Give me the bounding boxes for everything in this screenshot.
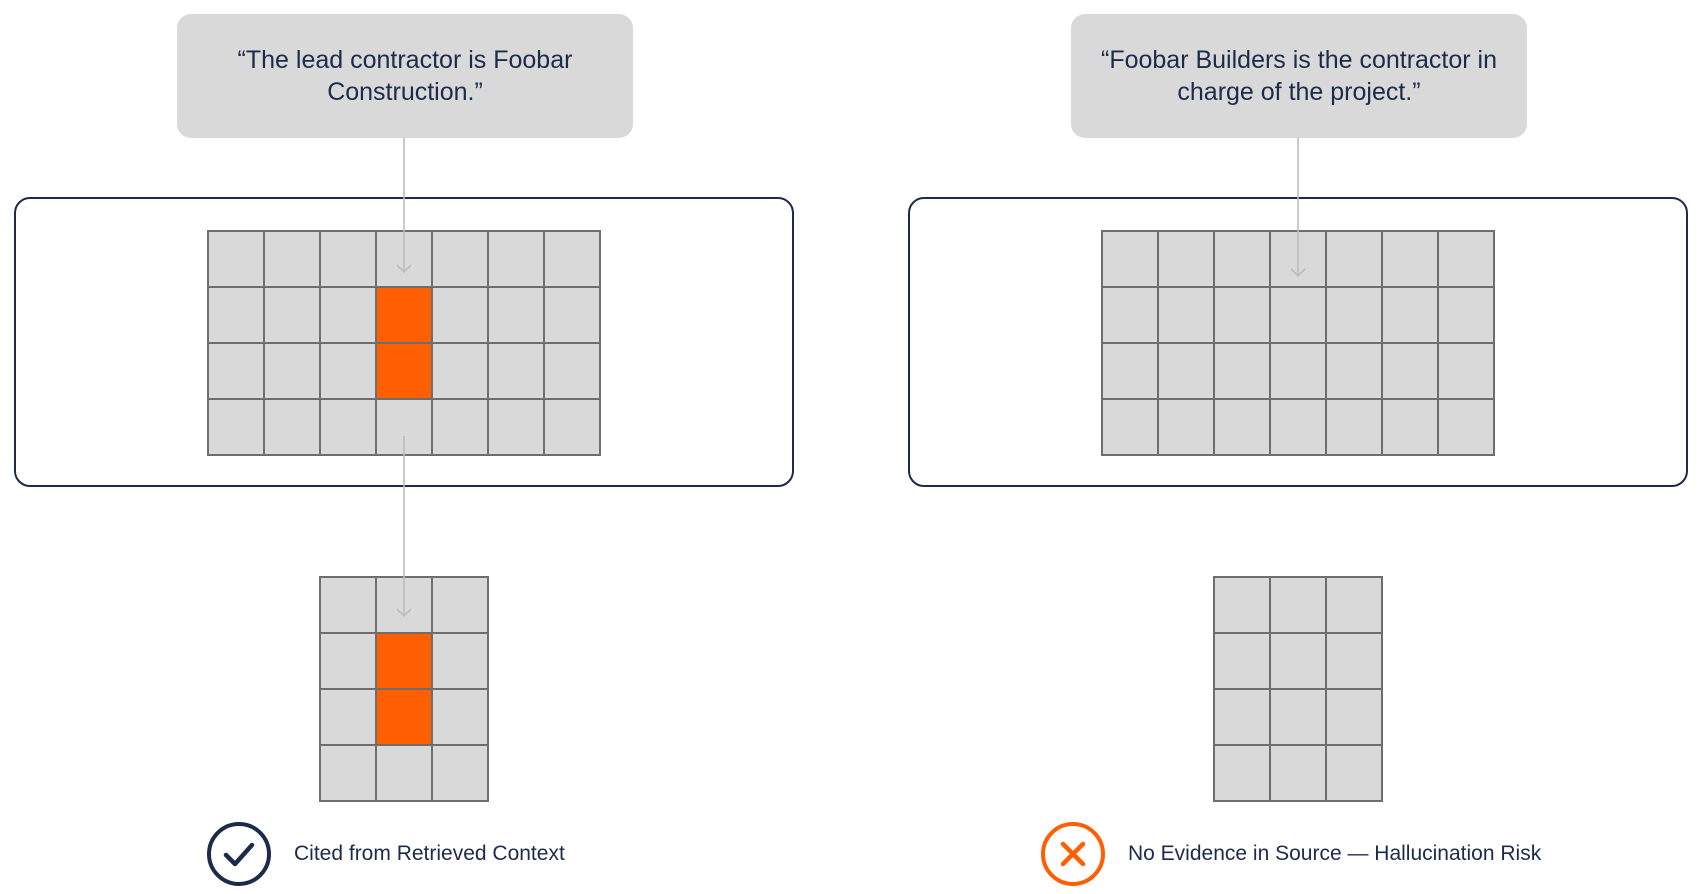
left-answer-cell <box>431 688 489 746</box>
right-context-cell <box>1157 398 1215 456</box>
left-context-cell <box>487 230 545 288</box>
left-context-cell <box>431 342 489 400</box>
right-context-cell <box>1269 342 1327 400</box>
left-context-cell <box>431 230 489 288</box>
left-context-cell <box>319 286 377 344</box>
left-status-legend: Cited from Retrieved Context <box>206 821 565 887</box>
left-context-cell <box>375 398 433 456</box>
left-context-cell <box>263 398 321 456</box>
right-context-cell <box>1213 230 1271 288</box>
left-context-cell <box>487 286 545 344</box>
left-context-cell <box>263 286 321 344</box>
right-status-legend: No Evidence in Source — Hallucination Ri… <box>1040 821 1541 887</box>
right-context-cell <box>1101 398 1159 456</box>
left-context-cell <box>319 230 377 288</box>
right-context-cell <box>1213 398 1271 456</box>
right-context-cell <box>1101 342 1159 400</box>
left-answer-cell <box>375 576 433 634</box>
left-context-cell <box>319 398 377 456</box>
right-context-cell <box>1269 398 1327 456</box>
left-quote-box: “The lead contractor is Foobar Construct… <box>177 14 633 138</box>
left-context-cell <box>207 286 265 344</box>
right-context-cell <box>1269 230 1327 288</box>
right-quote-text: “Foobar Builders is the contractor in ch… <box>1101 46 1498 106</box>
left-answer-cell <box>431 576 489 634</box>
right-answer-cell <box>1269 744 1327 802</box>
right-status-label: No Evidence in Source — Hallucination Ri… <box>1128 842 1542 865</box>
left-answer-cell <box>375 744 433 802</box>
left-answer-cell <box>319 576 377 634</box>
left-status-label: Cited from Retrieved Context <box>294 842 565 865</box>
left-answer-cell <box>431 632 489 690</box>
right-answer-cell <box>1213 688 1271 746</box>
left-context-cell <box>207 342 265 400</box>
right-answer-cell <box>1269 688 1327 746</box>
right-context-cell <box>1101 286 1159 344</box>
right-context-cell <box>1213 286 1271 344</box>
left-context-cell <box>207 230 265 288</box>
right-answer-cell <box>1213 744 1271 802</box>
left-context-cell-highlighted <box>375 342 433 400</box>
right-context-cell <box>1325 286 1383 344</box>
left-context-cell <box>543 398 601 456</box>
right-context-cell <box>1437 286 1495 344</box>
right-context-cell <box>1437 342 1495 400</box>
right-context-cell <box>1325 342 1383 400</box>
left-answer-cell <box>319 632 377 690</box>
left-context-cell <box>263 230 321 288</box>
right-context-cell <box>1157 286 1215 344</box>
check-circle-icon <box>207 822 271 886</box>
right-context-cell <box>1269 286 1327 344</box>
right-context-cell <box>1157 342 1215 400</box>
right-quote-box: “Foobar Builders is the contractor in ch… <box>1071 14 1527 138</box>
left-answer-cell <box>431 744 489 802</box>
right-context-cell <box>1157 230 1215 288</box>
right-answer-grid <box>1213 576 1383 802</box>
right-context-cell <box>1437 398 1495 456</box>
left-context-cell <box>263 342 321 400</box>
left-context-cell <box>431 398 489 456</box>
left-answer-cell <box>319 744 377 802</box>
left-answer-cell-highlighted <box>375 632 433 690</box>
right-context-cell <box>1101 230 1159 288</box>
right-context-cell <box>1325 398 1383 456</box>
left-context-cell <box>431 286 489 344</box>
left-quote-text: “The lead contractor is Foobar Construct… <box>237 46 573 106</box>
right-context-cell <box>1381 342 1439 400</box>
left-answer-cell-highlighted <box>375 688 433 746</box>
right-answer-cell <box>1325 576 1383 634</box>
right-answer-cell <box>1269 576 1327 634</box>
left-context-cell <box>375 230 433 288</box>
right-answer-cell <box>1325 744 1383 802</box>
right-context-cell <box>1213 342 1271 400</box>
x-circle-icon <box>1041 822 1105 886</box>
right-context-cell <box>1437 230 1495 288</box>
left-context-cell-highlighted <box>375 286 433 344</box>
left-context-cell <box>543 342 601 400</box>
right-answer-cell <box>1213 632 1271 690</box>
left-context-cell <box>487 342 545 400</box>
left-answer-cell <box>319 688 377 746</box>
left-context-cell <box>543 286 601 344</box>
right-context-cell <box>1325 230 1383 288</box>
left-context-cell <box>207 398 265 456</box>
left-context-cell <box>543 230 601 288</box>
right-context-cell <box>1381 230 1439 288</box>
right-answer-cell <box>1325 688 1383 746</box>
right-context-cell <box>1381 398 1439 456</box>
right-answer-cell <box>1325 632 1383 690</box>
left-context-grid <box>207 230 601 456</box>
right-answer-cell <box>1269 632 1327 690</box>
right-context-cell <box>1381 286 1439 344</box>
left-context-cell <box>487 398 545 456</box>
right-context-grid <box>1101 230 1495 456</box>
left-context-cell <box>319 342 377 400</box>
left-answer-grid <box>319 576 489 802</box>
right-answer-cell <box>1213 576 1271 634</box>
